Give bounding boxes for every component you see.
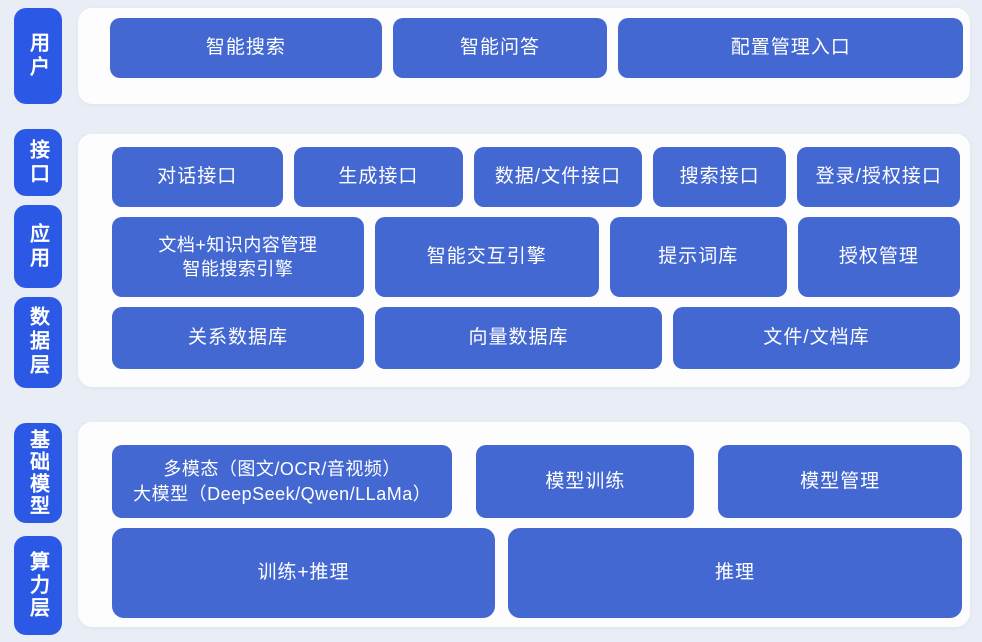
doc-engine-line2: 智能搜索引擎 xyxy=(182,259,294,279)
block-training-inference: 训练+推理 xyxy=(112,528,495,618)
block-model-management: 模型管理 xyxy=(718,445,962,518)
user-layer-labels: 用户 xyxy=(14,8,62,104)
layer-label-compute: 算力层 xyxy=(14,536,62,635)
model-block-row: 多模态（图文/OCR/音视频） 大模型（DeepSeek/Qwen/LLaMa）… xyxy=(112,445,962,518)
block-inference: 推理 xyxy=(508,528,962,618)
block-search-api: 搜索接口 xyxy=(652,147,787,207)
compute-block-row: 训练+推理 推理 xyxy=(112,528,962,618)
block-smart-qa: 智能问答 xyxy=(392,18,608,78)
block-multimodal-llm: 多模态（图文/OCR/音视频） 大模型（DeepSeek/Qwen/LLaMa） xyxy=(112,445,453,518)
application-block-row: 文档+知识内容管理 智能搜索引擎 智能交互引擎 提示词库 授权管理 xyxy=(112,217,960,297)
block-auth-management: 授权管理 xyxy=(797,217,960,297)
layer-label-data: 数据层 xyxy=(14,296,62,389)
middle-layer-labels: 接口 应用 数据层 xyxy=(14,128,62,389)
block-doc-knowledge-search-engine: 文档+知识内容管理 智能搜索引擎 xyxy=(112,217,364,297)
bottom-layers-panel: 多模态（图文/OCR/音视频） 大模型（DeepSeek/Qwen/LLaMa）… xyxy=(78,422,970,627)
block-dialog-api: 对话接口 xyxy=(112,147,283,207)
block-model-training: 模型训练 xyxy=(476,445,695,518)
block-data-file-api: 数据/文件接口 xyxy=(474,147,642,207)
band-middle-layers: 接口 应用 数据层 对话接口 生成接口 数据/文件接口 搜索接口 登录/授权接口… xyxy=(14,128,970,389)
block-file-doc-store: 文件/文档库 xyxy=(673,307,960,369)
band-bottom-layers: 基础模型 算力层 多模态（图文/OCR/音视频） 大模型（DeepSeek/Qw… xyxy=(14,422,970,635)
layer-label-user: 用户 xyxy=(14,8,62,104)
block-relational-db: 关系数据库 xyxy=(112,307,365,369)
user-layer-panel: 智能搜索 智能问答 配置管理入口 xyxy=(78,8,970,104)
block-generation-api: 生成接口 xyxy=(293,147,464,207)
block-config-management-entry: 配置管理入口 xyxy=(618,18,963,78)
multimodal-line2: 大模型（DeepSeek/Qwen/LLaMa） xyxy=(133,483,432,504)
doc-engine-line1: 文档+知识内容管理 xyxy=(158,234,318,255)
layer-label-application: 应用 xyxy=(14,205,62,288)
multimodal-line1: 多模态（图文/OCR/音视频） xyxy=(163,459,401,480)
data-block-row: 关系数据库 向量数据库 文件/文档库 xyxy=(112,307,960,369)
interface-block-row: 对话接口 生成接口 数据/文件接口 搜索接口 登录/授权接口 xyxy=(112,147,960,207)
block-vector-db: 向量数据库 xyxy=(375,307,663,369)
block-prompt-library: 提示词库 xyxy=(609,217,787,297)
block-interaction-engine: 智能交互引擎 xyxy=(374,217,599,297)
block-smart-search: 智能搜索 xyxy=(110,18,382,78)
block-login-auth-api: 登录/授权接口 xyxy=(797,147,960,207)
layer-label-foundation-model: 基础模型 xyxy=(14,423,62,524)
bottom-layer-labels: 基础模型 算力层 xyxy=(14,422,62,635)
user-block-row: 智能搜索 智能问答 配置管理入口 xyxy=(110,18,963,78)
middle-layers-panel: 对话接口 生成接口 数据/文件接口 搜索接口 登录/授权接口 文档+知识内容管理… xyxy=(78,134,970,387)
band-user-layer: 用户 智能搜索 智能问答 配置管理入口 xyxy=(14,8,970,104)
layer-label-interface: 接口 xyxy=(14,129,62,197)
